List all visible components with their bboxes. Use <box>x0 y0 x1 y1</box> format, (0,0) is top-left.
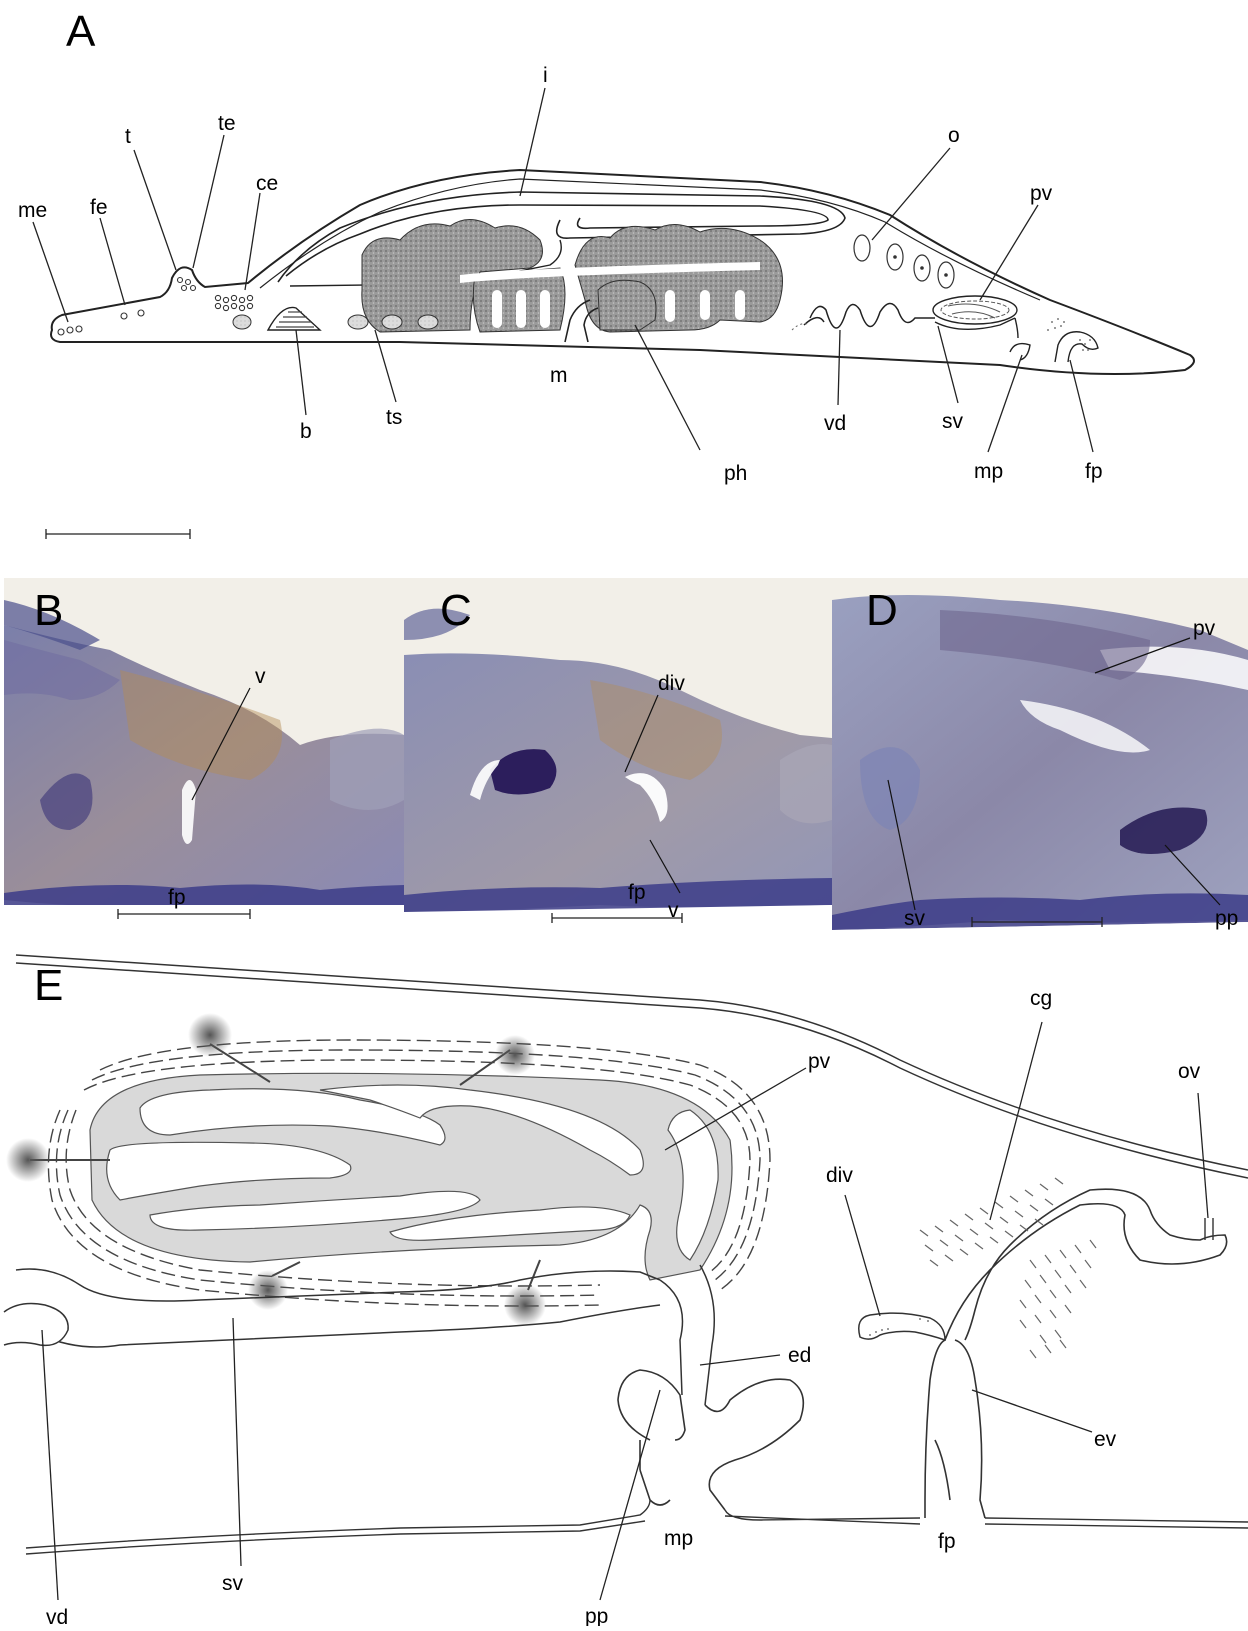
panel-b: B v fp <box>4 578 404 934</box>
label-e-div: div <box>826 1164 853 1187</box>
label-me: me <box>18 199 47 222</box>
seminal-vesicle-tube <box>16 1269 660 1347</box>
label-sv: sv <box>942 410 964 433</box>
label-d-pv: pv <box>1193 617 1216 640</box>
marginal-eyes <box>58 326 82 335</box>
label-fe: fe <box>90 196 108 219</box>
label-ce: ce <box>256 172 278 195</box>
panel-e-letter: E <box>34 961 63 1010</box>
ventral-wall <box>26 1500 1248 1554</box>
label-b: b <box>300 420 312 443</box>
vas-deferens-e <box>4 1304 68 1346</box>
scale-bar-a <box>46 529 190 539</box>
label-m: m <box>550 364 568 387</box>
label-e-pp: pp <box>585 1605 608 1626</box>
ovaries <box>854 235 954 288</box>
tentacle-eyes <box>178 278 196 291</box>
panel-d-letter: D <box>866 586 898 635</box>
vas-deferens <box>804 303 935 328</box>
label-mp: mp <box>974 460 1003 483</box>
label-d-pp: pp <box>1215 907 1238 930</box>
panel-d: D pv sv pp <box>832 578 1248 934</box>
brain <box>268 307 320 330</box>
label-e-ed: ed <box>788 1344 811 1367</box>
label-b-v: v <box>255 665 266 688</box>
label-ts: ts <box>386 406 402 429</box>
panel-c-letter: C <box>440 586 472 635</box>
ejaculatory-duct <box>660 1265 714 1405</box>
label-d-sv: sv <box>904 907 926 930</box>
label-e-pv: pv <box>808 1050 831 1073</box>
label-vd: vd <box>824 412 846 435</box>
female-atrium <box>925 1189 1227 1518</box>
label-e-ov: ov <box>1178 1060 1201 1083</box>
frontal-eyes <box>121 310 144 319</box>
cement-glands-e <box>920 1178 1096 1358</box>
label-e-fp: fp <box>938 1530 956 1553</box>
label-t: t <box>125 125 131 148</box>
label-ph: ph <box>724 462 747 485</box>
cephalic-eyes <box>215 295 252 310</box>
label-e-sv: sv <box>222 1572 244 1595</box>
male-atrium <box>640 1379 803 1510</box>
label-e-vd: vd <box>46 1606 68 1626</box>
penis-bulb <box>933 296 1017 324</box>
female-diverticulum <box>859 1313 945 1340</box>
label-b-fp: fp <box>168 886 186 909</box>
label-e-ev: ev <box>1094 1428 1117 1451</box>
label-c-fp: fp <box>628 881 646 904</box>
panel-a-letter: A <box>66 7 96 56</box>
label-i: i <box>543 64 548 87</box>
label-pv: pv <box>1030 182 1053 205</box>
panel-b-letter: B <box>34 586 63 635</box>
label-te: te <box>218 112 236 135</box>
male-pore <box>1010 344 1030 360</box>
label-c-div: div <box>658 672 685 695</box>
panel-c: C div fp v <box>404 578 832 934</box>
label-e-cg: cg <box>1030 987 1052 1010</box>
label-e-mp: mp <box>664 1527 693 1550</box>
label-o: o <box>948 124 960 147</box>
female-pore-atrium <box>1055 332 1098 362</box>
panel-e: E <box>4 955 1248 1626</box>
label-fp: fp <box>1085 460 1103 483</box>
panel-a: A <box>18 7 1194 539</box>
